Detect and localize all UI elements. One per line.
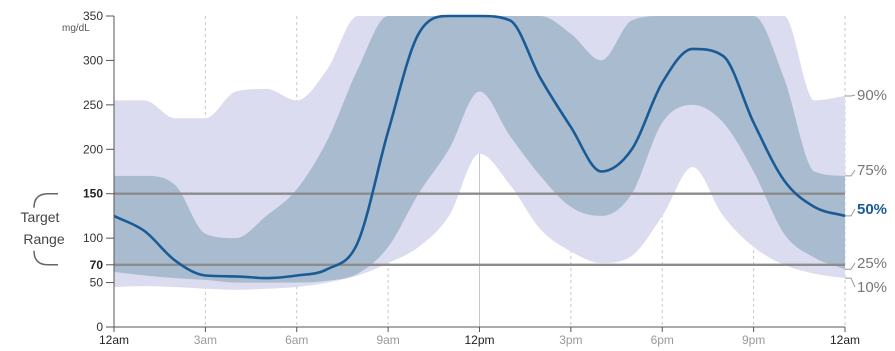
target-bracket-top	[33, 192, 58, 208]
percentile-labels: 90% 75% 50% 25% 10%	[845, 87, 887, 296]
y-tick-label: 70	[90, 258, 104, 272]
x-tick-label: 12am	[830, 333, 860, 347]
percentile-label-p75: 75%	[857, 162, 887, 179]
y-tick-label: 100	[83, 231, 103, 245]
target-label-line1: Target	[21, 209, 60, 225]
target-layer	[114, 192, 845, 266]
target-range-label: Target Range	[21, 192, 65, 266]
x-tick-label: 9pm	[742, 333, 765, 347]
y-tick-label: 350	[83, 9, 103, 23]
x-tick-label: 3pm	[559, 333, 582, 347]
x-tick-label: 3am	[194, 333, 217, 347]
y-tick-label: 250	[83, 98, 103, 112]
percentile-leader	[845, 94, 856, 97]
y-tick-label: 0	[96, 320, 103, 334]
x-tick-label: 6pm	[651, 333, 674, 347]
x-tick-label: 12am	[99, 333, 129, 347]
target-bracket-bottom	[33, 250, 58, 266]
percentile-label-p25: 25%	[857, 255, 887, 272]
x-axis: 12am 3am 6am 9am 12pm 3pm 6pm 9pm 12am	[99, 326, 860, 347]
percentile-label-p10: 10%	[857, 279, 887, 296]
y-tick-label: 50	[90, 276, 104, 290]
target-label-line2: Range	[23, 231, 64, 247]
percentile-label-p50: 50%	[857, 201, 887, 218]
median-line	[113, 14, 846, 280]
x-tick-label: 12pm	[464, 333, 494, 347]
percentile-label-p90: 90%	[857, 87, 887, 104]
percentile-leader	[845, 277, 856, 288]
percentile-leader	[845, 169, 856, 177]
y-unit-label: mg/dL	[62, 23, 90, 34]
y-tick-label: 150	[83, 187, 103, 201]
y-tick-label: 200	[83, 142, 103, 156]
y-tick-label: 300	[83, 53, 103, 67]
y-axis: 0 50 70 100 150 200 250 300 350	[83, 9, 115, 334]
percentile-leader	[845, 208, 856, 217]
x-tick-label: 9am	[376, 333, 399, 347]
x-tick-label: 6am	[285, 333, 308, 347]
percentile-leader	[845, 262, 856, 270]
